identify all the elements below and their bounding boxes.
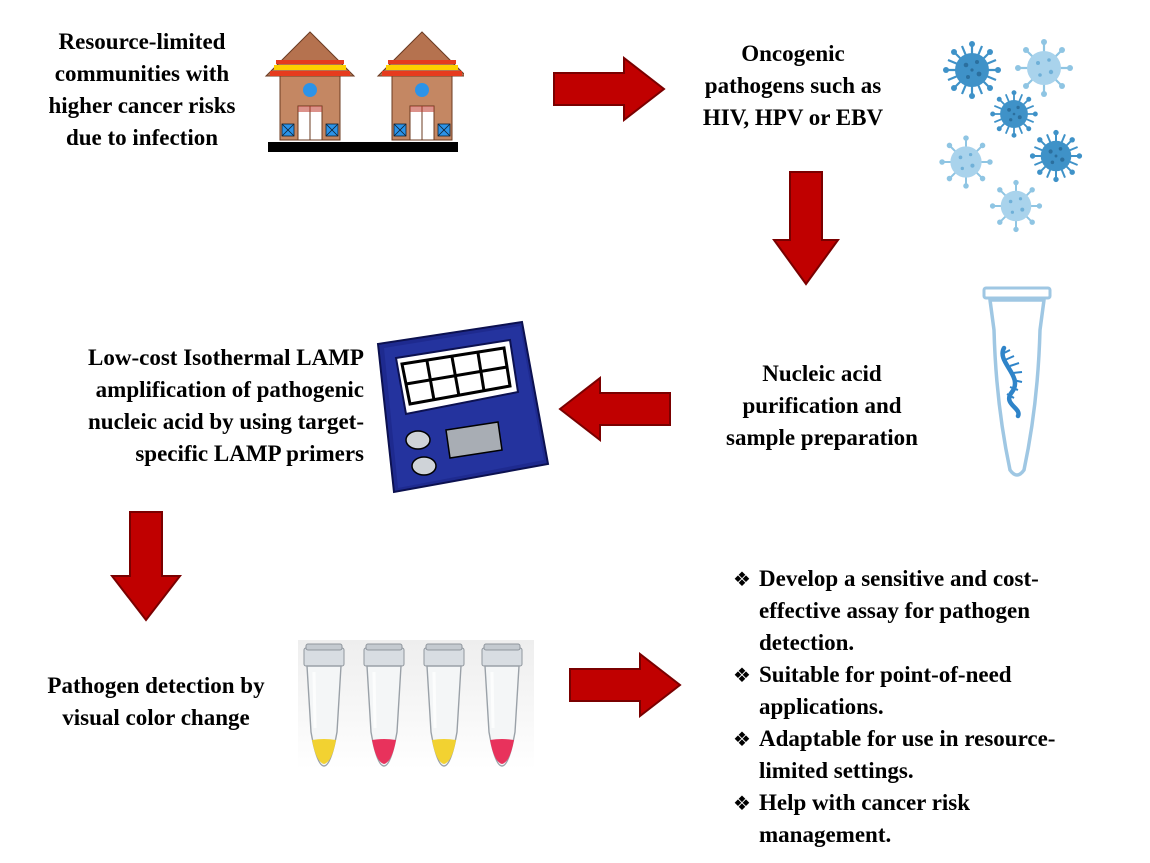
communities-line: Resource-limited [58, 29, 226, 54]
outcomes-list: ❖ Develop a sensitive and cost- effectiv… [733, 563, 1143, 851]
purification-line: purification and [742, 393, 902, 418]
outcome-text: Develop a sensitive and cost- effective … [759, 563, 1039, 659]
arrow-right-icon [553, 56, 666, 122]
outcome-line: Suitable for point-of-need [759, 662, 1012, 687]
arrow-down-icon [110, 511, 182, 622]
detection-line: visual color change [62, 705, 250, 730]
communities-label: Resource-limited communities with higher… [22, 26, 262, 154]
virus-icon [938, 37, 1084, 234]
purification-line: sample preparation [726, 425, 918, 450]
detection-label: Pathogen detection by visual color chang… [22, 670, 290, 734]
outcome-item: ❖ Adaptable for use in resource- limited… [733, 723, 1143, 787]
outcome-line: Develop a sensitive and cost- [759, 566, 1039, 591]
outcome-text: Help with cancer risk management. [759, 787, 970, 851]
outcome-line: Adaptable for use in resource- [759, 726, 1056, 751]
outcome-text: Suitable for point-of-need applications. [759, 659, 1012, 723]
lamp-line: specific LAMP primers [135, 441, 364, 466]
communities-line: communities with [54, 61, 230, 86]
outcome-line: limited settings. [759, 758, 914, 783]
outcome-line: applications. [759, 694, 884, 719]
pathogens-line: HIV, HPV or EBV [702, 105, 884, 130]
outcome-line: detection. [759, 630, 855, 655]
arrow-left-icon [558, 376, 671, 442]
communities-line: due to infection [65, 125, 219, 150]
microtube-icon [982, 286, 1052, 477]
diamond-bullet-icon: ❖ [733, 791, 751, 815]
arrow-down-icon [772, 171, 840, 286]
diamond-bullet-icon: ❖ [733, 663, 751, 687]
houses-icon [264, 31, 464, 152]
outcome-item: ❖ Develop a sensitive and cost- effectiv… [733, 563, 1143, 659]
outcome-item: ❖ Suitable for point-of-need application… [733, 659, 1143, 723]
pathogens-label: Oncogenic pathogens such as HIV, HPV or … [680, 38, 906, 134]
color-change-tubes-icon [298, 640, 534, 770]
lamp-line: amplification of pathogenic [95, 377, 364, 402]
lamp-label: Low-cost Isothermal LAMP amplification o… [14, 342, 364, 470]
lamp-line: nucleic acid by using target- [88, 409, 364, 434]
purification-line: Nucleic acid [762, 361, 882, 386]
pathogens-line: Oncogenic [741, 41, 845, 66]
detection-line: Pathogen detection by [47, 673, 265, 698]
outcome-line: Help with cancer risk [759, 790, 971, 815]
arrow-right-icon [569, 652, 682, 718]
lamp-line: Low-cost Isothermal LAMP [88, 345, 364, 370]
outcome-item: ❖ Help with cancer risk management. [733, 787, 1143, 851]
diamond-bullet-icon: ❖ [733, 567, 751, 591]
lamp-device-icon [376, 320, 550, 494]
outcome-text: Adaptable for use in resource- limited s… [759, 723, 1055, 787]
purification-label: Nucleic acid purification and sample pre… [704, 358, 940, 454]
outcome-line: effective assay for pathogen [759, 598, 1031, 623]
pathogens-line: pathogens such as [704, 73, 882, 98]
outcome-line: management. [759, 822, 892, 847]
diamond-bullet-icon: ❖ [733, 727, 751, 751]
communities-line: higher cancer risks [48, 93, 236, 118]
